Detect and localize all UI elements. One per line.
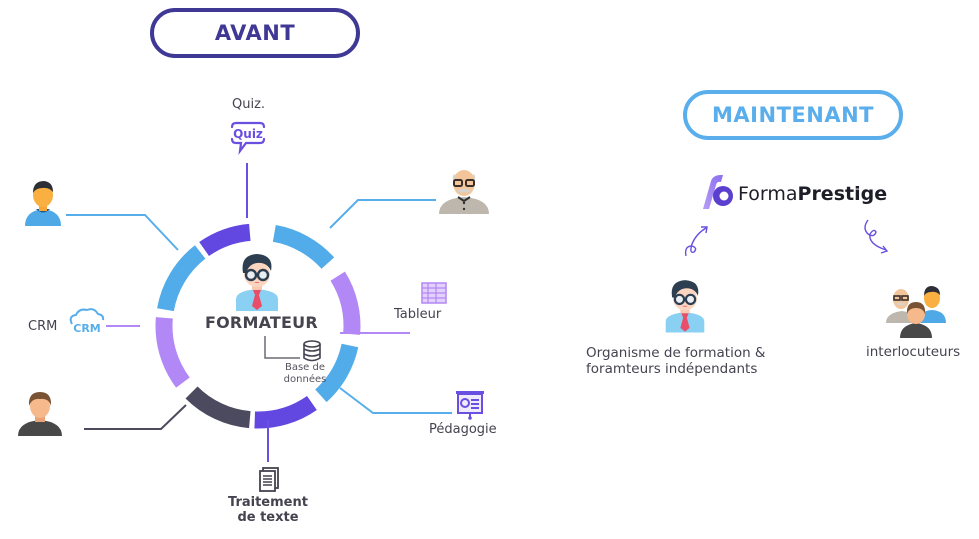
pedagogie-label: Pédagogie	[429, 422, 497, 437]
maintenant-badge-label: MAINTENANT	[712, 103, 874, 127]
tableur-label: Tableur	[394, 307, 442, 322]
ring-segment-right-lower	[315, 343, 359, 403]
ring-segment-bottom-left	[185, 386, 251, 429]
quiz-bubble-icon: Quiz	[228, 119, 268, 159]
connector-pedagogie	[339, 387, 452, 414]
man-avatar-icon	[16, 389, 64, 439]
document-icon	[258, 467, 280, 493]
group-avatars-icon	[884, 283, 948, 339]
connectors	[66, 163, 452, 462]
spreadsheet-icon	[421, 282, 447, 304]
database-label-line2: données	[283, 374, 327, 385]
ring-segment-top-right	[272, 225, 335, 270]
brand-name: FormaPrestige	[738, 183, 887, 205]
ring-segments	[155, 223, 361, 429]
brand-name-bold: Prestige	[797, 183, 888, 205]
young-man-avatar-icon	[22, 178, 64, 228]
connector-database	[264, 336, 300, 359]
interlocuteurs-label: interlocuteurs	[866, 344, 961, 360]
old-man-avatar-icon	[437, 166, 491, 216]
org-label: Organisme de formation & foramteurs indé…	[586, 345, 765, 377]
formateur-title: FORMATEUR	[205, 313, 318, 332]
ring-segment-right-upper	[330, 271, 361, 335]
curly-arrow-up-icon	[684, 222, 714, 258]
crm-label: CRM	[28, 319, 58, 334]
curly-arrow-down-icon	[862, 218, 892, 256]
ring-segment-left-lower	[155, 317, 190, 388]
avant-badge-label: AVANT	[214, 21, 296, 45]
quiz-label: Quiz.	[232, 97, 266, 112]
crm-icon-text: CRM	[73, 322, 101, 335]
avant-badge: AVANT	[150, 8, 360, 58]
database-label-line1: Base de	[284, 362, 326, 373]
org-label-line2: foramteurs indépendants	[586, 361, 758, 377]
quiz-icon-text: Quiz	[233, 127, 263, 141]
ring-segment-top-left	[199, 223, 251, 257]
connector-person-bottom-left	[84, 404, 187, 430]
org-trainer-avatar-icon	[662, 273, 708, 335]
org-label-line1: Organisme de formation &	[586, 345, 766, 361]
traitement-label-line2: de texte	[237, 510, 299, 525]
ring-segment-bottom-right	[254, 395, 317, 429]
brand-name-light: Forma	[738, 183, 798, 205]
presentation-board-icon	[454, 390, 486, 420]
traitement-label-line1: Traitement	[228, 495, 308, 510]
connector-person-top-right	[329, 199, 436, 229]
database-icon	[301, 340, 323, 362]
maintenant-badge: MAINTENANT	[683, 90, 903, 140]
database-label: Base de données	[282, 362, 328, 386]
crm-cloud-icon: CRM	[66, 306, 106, 336]
connector-person-top-left	[66, 214, 179, 251]
ring-segment-left-upper	[157, 245, 206, 312]
trainer-avatar-icon	[232, 249, 282, 311]
formaprestige-logo-icon	[699, 173, 737, 213]
